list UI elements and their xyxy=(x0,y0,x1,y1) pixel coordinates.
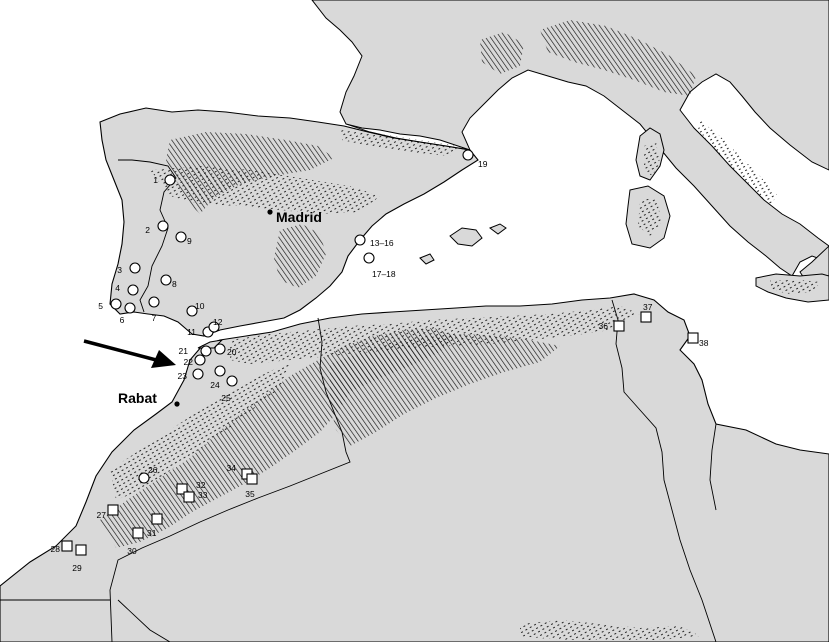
dots-corsica-sardinia xyxy=(638,142,662,236)
site-marker-square xyxy=(687,332,699,344)
site-marker-square xyxy=(61,540,73,552)
site-marker-circle xyxy=(214,365,226,377)
hatch-iberia-east xyxy=(274,224,326,288)
site-marker-circle xyxy=(157,220,169,232)
site-label: 37 xyxy=(643,302,653,312)
border-portugal-spain xyxy=(118,159,177,313)
site-label: 26 xyxy=(148,465,158,475)
distribution-areas xyxy=(100,20,820,640)
site-marker-circle xyxy=(363,252,375,264)
site-marker-circle xyxy=(138,472,150,484)
site-marker-circle xyxy=(129,262,141,274)
dots-apennines xyxy=(698,120,778,204)
hatch-massif xyxy=(480,32,524,74)
site-label: 30 xyxy=(127,546,137,556)
site-marker-circle xyxy=(160,274,172,286)
site-label: 8 xyxy=(172,279,177,289)
site-label: 5 xyxy=(98,301,103,311)
site-marker-square xyxy=(176,483,188,495)
site-marker-circle xyxy=(192,368,204,380)
site-marker-circle xyxy=(148,296,160,308)
land-europe xyxy=(311,0,829,277)
site-label: 38 xyxy=(699,338,709,348)
site-marker-circle xyxy=(110,298,122,310)
dots-pyrenees xyxy=(340,130,460,156)
site-marker-square xyxy=(640,311,652,323)
dots-iberia xyxy=(150,166,380,214)
site-marker-circle xyxy=(208,321,220,333)
site-marker-circle xyxy=(175,231,187,243)
site-label: 29 xyxy=(72,563,82,573)
city-dot-madrid xyxy=(267,209,273,215)
site-marker-circle xyxy=(226,375,238,387)
site-marker-square xyxy=(246,473,258,485)
site-label: 31 xyxy=(147,528,157,538)
site-label: 27 xyxy=(97,510,107,520)
site-label: 2 xyxy=(145,225,150,235)
site-marker-square xyxy=(132,527,144,539)
site-label: 35 xyxy=(245,489,255,499)
site-label: 36 xyxy=(599,321,609,331)
site-marker-circle xyxy=(186,305,198,317)
site-label: 7 xyxy=(152,313,157,323)
site-marker-circle xyxy=(200,345,212,357)
site-marker-circle xyxy=(127,284,139,296)
dots-atlas-fringe xyxy=(110,362,290,500)
site-label: 23 xyxy=(178,371,188,381)
border-south xyxy=(117,599,171,642)
dots-bottom xyxy=(520,620,700,640)
site-label: 19 xyxy=(478,159,488,169)
site-marker-circle xyxy=(354,234,366,246)
site-label: 12 xyxy=(213,317,223,327)
site-label: 34 xyxy=(227,463,237,473)
site-marker-square xyxy=(75,544,87,556)
site-marker-circle xyxy=(164,174,176,186)
site-label: 20 xyxy=(227,347,237,357)
dots-sicily xyxy=(770,280,820,294)
land-mallorca xyxy=(449,227,483,247)
site-label: 28 xyxy=(51,544,61,554)
site-marker-square xyxy=(151,513,163,525)
site-marker-circle xyxy=(194,354,206,366)
site-label: 32 xyxy=(196,480,206,490)
site-label: 9 xyxy=(187,236,192,246)
dots-rif xyxy=(230,306,640,364)
site-label: 17–18 xyxy=(372,269,396,279)
site-marker-square xyxy=(183,491,195,503)
border-algeria-tunisia xyxy=(611,299,717,642)
border-algeria-libya xyxy=(709,423,717,511)
site-label: 10 xyxy=(195,301,205,311)
site-label: 4 xyxy=(115,283,120,293)
land-ibiza xyxy=(419,253,435,265)
land-north-africa xyxy=(0,293,829,642)
site-label: 24 xyxy=(210,380,220,390)
hatch-alps xyxy=(540,20,696,96)
site-label: 22 xyxy=(184,357,194,367)
site-label: 1 xyxy=(153,175,158,185)
site-marker-circle xyxy=(462,149,474,161)
site-marker-square xyxy=(107,504,119,516)
arrow-icon xyxy=(83,339,176,368)
site-marker-square xyxy=(613,320,625,332)
site-label: 33 xyxy=(198,490,208,500)
city-label-rabat: Rabat xyxy=(118,390,157,406)
land-menorca xyxy=(488,223,507,235)
site-label: 11 xyxy=(187,327,196,337)
site-label: 6 xyxy=(120,315,125,325)
city-label-madrid: Madrid xyxy=(276,209,322,225)
site-label: 3 xyxy=(117,265,122,275)
site-marker-circle xyxy=(124,302,136,314)
site-label: 21 xyxy=(179,346,189,356)
site-label: 13–16 xyxy=(370,238,394,248)
site-label: 25 xyxy=(221,393,231,403)
hatch-algeria-atlas xyxy=(330,334,560,446)
site-marker-circle xyxy=(214,343,226,355)
city-dot-rabat xyxy=(174,401,180,407)
